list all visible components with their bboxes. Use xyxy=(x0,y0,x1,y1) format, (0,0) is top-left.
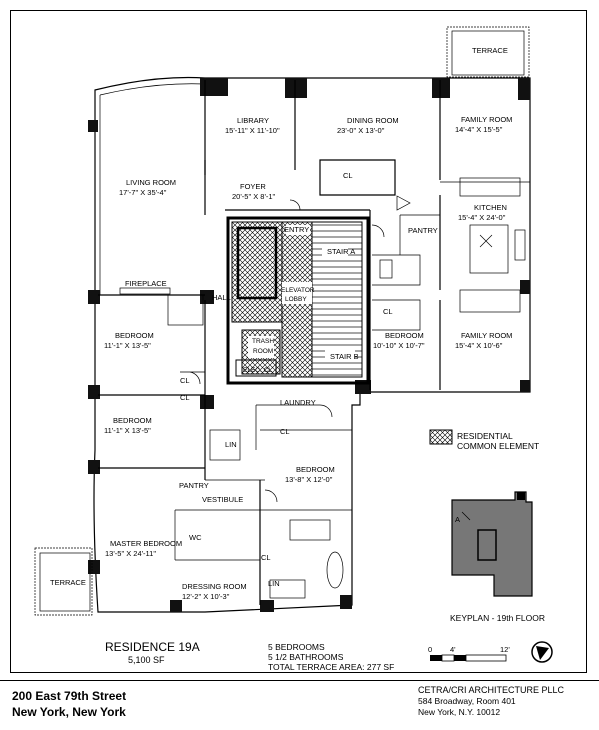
master-bedroom-label: MASTER BEDROOM xyxy=(110,539,182,548)
bedroom-4-label: BEDROOM xyxy=(296,465,335,474)
interior-walls xyxy=(98,80,530,605)
columns xyxy=(88,78,530,612)
family-room-1-label: FAMILY ROOM xyxy=(461,115,512,124)
bedroom-2-dim: 10'-10" X 10'-7" xyxy=(373,341,425,350)
foyer-dim: 20'-5" X 8'-1" xyxy=(232,192,276,201)
room-label: ROOM xyxy=(253,348,273,355)
bedroom-4-dim: 13'-8" X 12'-0" xyxy=(285,475,333,484)
hall-label: HALL xyxy=(212,293,231,302)
library-dim: 15'-11" X 11'-10" xyxy=(225,126,280,135)
address-line-1: 200 East 79th Street xyxy=(12,689,127,703)
closet-label-6: CL xyxy=(261,553,271,562)
address-line-2: New York, New York xyxy=(12,705,126,719)
pantry-3-label: PANTRY xyxy=(179,481,209,490)
terrace-top-label: TERRACE xyxy=(472,46,508,55)
dining-label: DINING ROOM xyxy=(347,116,399,125)
stair-a-label: STAIR A xyxy=(327,247,355,256)
bedroom-1-dim: 11'-1" X 13'-5" xyxy=(104,341,151,350)
room-labels: LIBRARY 15'-11" X 11'-10" DINING ROOM 23… xyxy=(104,115,512,601)
linen-2-label: LIN xyxy=(268,579,280,588)
residence-area: 5,100 SF xyxy=(128,655,165,665)
family-room-1-dim: 14'-4" X 15'-5" xyxy=(455,125,503,134)
legend-line-1: RESIDENTIAL xyxy=(457,431,513,441)
legend-swatch xyxy=(429,429,453,445)
terrace-area: TOTAL TERRACE AREA: 277 SF xyxy=(268,662,395,672)
trash-label: TRASH xyxy=(252,338,274,345)
north-arrow-icon xyxy=(531,641,553,663)
kitchen-dim: 15'-4" X 24'-0" xyxy=(458,213,506,222)
residence-summary: 5 BEDROOMS 5 1/2 BATHROOMS TOTAL TERRACE… xyxy=(268,642,394,672)
kitchen-label: KITCHEN xyxy=(474,203,507,212)
fireplace-label: FIREPLACE xyxy=(125,279,167,288)
foyer-label: FOYER xyxy=(240,182,266,191)
common-element-core xyxy=(226,216,370,385)
scale-bar: 0 4' 12' xyxy=(428,645,510,662)
fixtures xyxy=(119,259,393,599)
pantry-1-label: PANTRY xyxy=(408,226,438,235)
legend-text: RESIDENTIAL COMMON ELEMENT xyxy=(457,431,539,451)
lobby-label: LOBBY xyxy=(285,296,307,303)
family-room-2-label: FAMILY ROOM xyxy=(461,331,512,340)
scale-mid: 4' xyxy=(450,645,456,654)
scale-zero: 0 xyxy=(428,645,432,654)
laundry-label: LAUNDRY xyxy=(280,398,316,407)
bedroom-count: 5 BEDROOMS xyxy=(268,642,325,652)
closet-label: CL xyxy=(343,171,353,180)
firm-name: CETRA/CRI ARCHITECTURE PLLC xyxy=(418,685,565,695)
closet-label-2: CL xyxy=(383,307,393,316)
architect-info: CETRA/CRI ARCHITECTURE PLLC 584 Broadway… xyxy=(418,685,564,718)
terrace-left-label: TERRACE xyxy=(50,578,86,587)
dressing-room-dim: 12'-2" X 10'-3" xyxy=(182,592,230,601)
linen-1-label: LIN xyxy=(225,440,237,449)
kitchen-fixtures xyxy=(459,177,526,313)
firm-address-1: 584 Broadway, Room 401 xyxy=(418,696,516,706)
dining-dim: 23'-0" X 13'-0" xyxy=(337,126,385,135)
closet-label-3: CL xyxy=(180,376,190,385)
legend-line-2: COMMON ELEMENT xyxy=(457,441,540,451)
stair-b-label: STAIR B xyxy=(330,352,359,361)
drawing-frame xyxy=(10,10,587,673)
residence-title: RESIDENCE 19A xyxy=(105,640,200,654)
keyplan: A xyxy=(451,491,533,597)
library-label: LIBRARY xyxy=(237,116,269,125)
terrace-left: TERRACE xyxy=(34,547,93,616)
footer-divider xyxy=(0,680,599,681)
wc-label: WC xyxy=(189,533,202,542)
living-room-dim: 17'-7" X 35'-4" xyxy=(119,188,167,197)
building-address: 200 East 79th Street New York, New York xyxy=(12,688,126,720)
family-room-2-dim: 15'-4" X 10'-6" xyxy=(455,341,503,350)
vestibule-label: VESTIBULE xyxy=(202,495,243,504)
entry-label: ENTRY xyxy=(284,225,309,234)
firm-address-2: New York, N.Y. 10012 xyxy=(418,707,501,717)
bedroom-3-dim: 11'-1" X 13'-5" xyxy=(104,426,151,435)
building-outline xyxy=(93,76,531,613)
doors xyxy=(180,195,411,503)
bathroom-count: 5 1/2 BATHROOMS xyxy=(268,652,344,662)
elec-closet-label: ELEC. CL xyxy=(243,367,272,374)
closet-label-4: CL xyxy=(180,393,190,402)
dressing-room-label: DRESSING ROOM xyxy=(182,582,247,591)
scale-end: 12' xyxy=(500,645,510,654)
living-room-label: LIVING ROOM xyxy=(126,178,176,187)
bedroom-1-label: BEDROOM xyxy=(115,331,154,340)
keyplan-marker: A xyxy=(455,515,460,524)
bedroom-3-label: BEDROOM xyxy=(113,416,152,425)
terrace-top: TERRACE xyxy=(446,26,530,78)
bedroom-2-label: BEDROOM xyxy=(385,331,424,340)
keyplan-label: KEYPLAN - 19th FLOOR xyxy=(450,613,545,623)
closet-label-5: CL xyxy=(280,427,290,436)
master-bedroom-dim: 13'-5" X 24'-11" xyxy=(105,549,156,558)
elevator-label: ELEVATOR xyxy=(281,287,315,294)
